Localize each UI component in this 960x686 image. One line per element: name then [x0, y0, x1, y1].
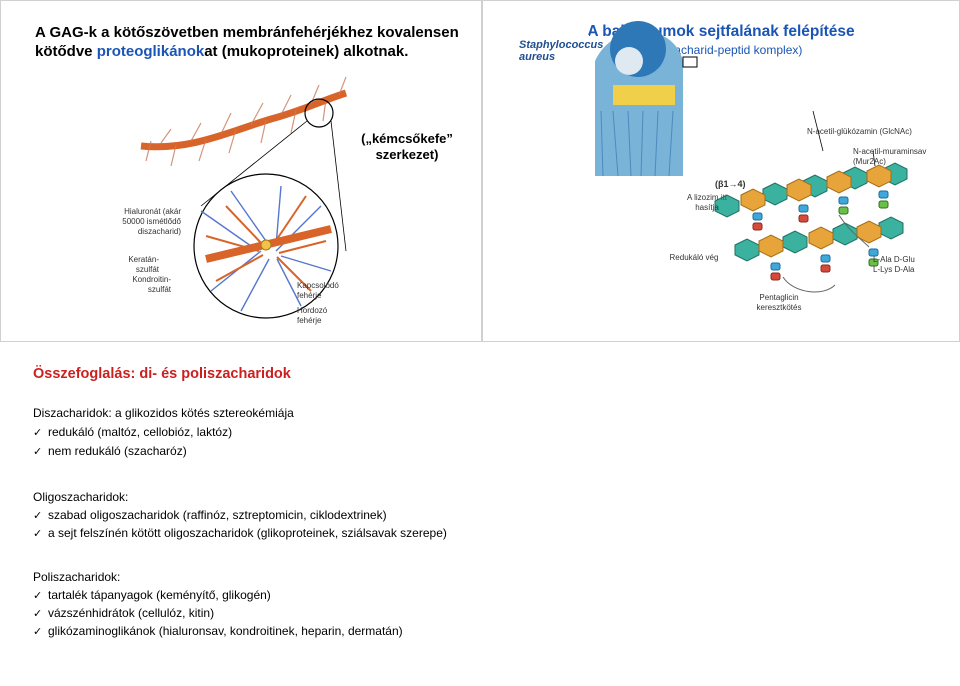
list-item: ✓glikózaminoglikánok (hialuronsav, kondr… — [33, 624, 403, 638]
list-item: ✓a sejt felszínén kötött oligoszacharido… — [33, 526, 447, 540]
checkmark-icon: ✓ — [33, 427, 43, 439]
list-item: ✓nem redukáló (szacharóz) — [33, 444, 187, 458]
staphylococcus-label: Staphylococcus aureus — [519, 39, 604, 63]
peptidoglycan-network — [714, 110, 908, 293]
chondroitin-sulfate-label: Kondroitin-szulfát — [132, 275, 171, 294]
pentaglycine-label: Pentaglicin keresztkötés — [756, 293, 802, 312]
staphylococcus-illustration — [511, 21, 698, 177]
polysaccharide-heading: Poliszacharidok: — [33, 570, 121, 584]
checkmark-icon: ✓ — [33, 608, 43, 620]
proteoglycan-zoom-illustration — [193, 173, 339, 319]
summary-heading: Összefoglalás: di- és poliszacharidok — [33, 366, 291, 382]
proteoglycan-diagram — [140, 76, 348, 319]
hyaluronate-label: Hialuronát (akár 50000 ismétlődő diszach… — [122, 207, 181, 236]
reducing-end-label: Redukáló vég — [669, 253, 719, 262]
proteoglycan-panel: A GAG-k a kötőszövetben membránfehérjékh… — [0, 0, 482, 342]
proteoglycan-title: A GAG-k a kötőszövetben membránfehérjékh… — [35, 24, 459, 60]
brush-structure-label: („kémcsőkefe” szerkezet) — [361, 131, 453, 162]
keratan-sulfate-label: Keratán-szulfát — [128, 255, 159, 274]
checkmark-icon: ✓ — [33, 626, 43, 638]
checkmark-icon: ✓ — [33, 590, 43, 602]
proteoglycan-highlight: proteoglikánok — [96, 43, 205, 60]
checkmark-icon: ✓ — [33, 510, 43, 522]
murnac-label: N-acetil-muraminsav (Mur2Ac) — [853, 147, 927, 166]
glycosidic-bond-label: (β1→4) — [715, 179, 746, 189]
peptide-label: L-Ala D-Glu L-Lys D-Ala — [873, 255, 915, 274]
list-item: ✓redukáló (maltóz, cellobióz, laktóz) — [33, 425, 233, 439]
checkmark-icon: ✓ — [33, 446, 43, 458]
core-protein-label: Hordozó fehérje — [297, 306, 328, 325]
cell-wall-diagram — [511, 21, 908, 293]
checkmark-icon: ✓ — [33, 528, 43, 540]
cell-wall-panel: A baktériumok sejtfalának felépítése (po… — [482, 0, 960, 342]
glcnac-label: N-acetil-glükózamin (GlcNAc) — [807, 127, 912, 136]
disaccharide-heading: Diszacharidok: a glikozidos kötés sztere… — [33, 406, 294, 420]
link-protein-label: Kapcsolódó fehérje — [297, 281, 339, 300]
list-item: ✓szabad oligoszacharidok (raffinóz, sztr… — [33, 508, 387, 522]
list-item: ✓vázszénhidrátok (cellulóz, kitin) — [33, 606, 215, 620]
list-item: ✓tartalék tápanyagok (keményítő, glikogé… — [33, 588, 271, 602]
oligosaccharide-heading: Oligoszacharidok: — [33, 490, 129, 504]
proteoglycan-brush-illustration — [140, 76, 348, 252]
